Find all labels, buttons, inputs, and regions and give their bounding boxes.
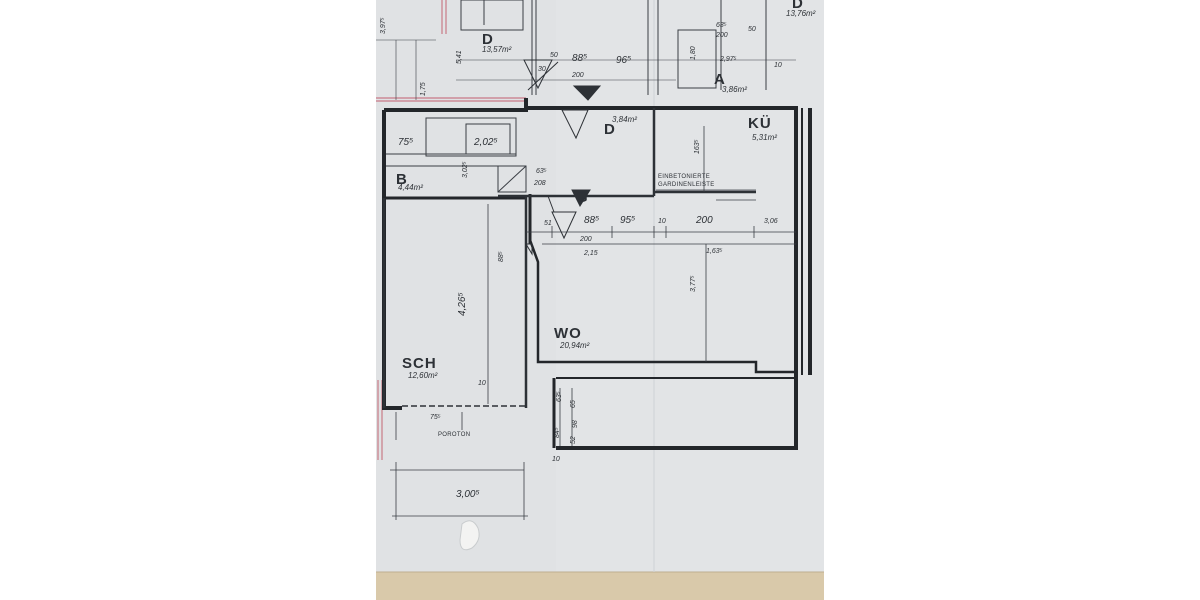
dim-50b: 50 [748, 26, 756, 33]
dim-30a: 30 [538, 66, 546, 73]
dim-3005: 3,00⁵ [456, 489, 480, 500]
dim-top-edge: 3,97⁵ [380, 17, 387, 34]
dim-50: 50 [550, 52, 558, 59]
door-swings [525, 109, 591, 256]
dim-885c: 88⁵ [498, 251, 505, 262]
dim-635c: 63⁵ [556, 391, 563, 402]
note-gardinenleiste: GARDINENLEISTE [658, 182, 715, 188]
dim-755: 75⁵ [398, 137, 414, 148]
dim-200b: 200 [716, 32, 728, 39]
paper-edge [376, 572, 824, 600]
room-code-ku: KÜ [748, 115, 772, 132]
dim-965: 96⁵ [616, 55, 632, 66]
dim-215: 2,15 [584, 250, 598, 257]
dim-541: 5,41 [456, 50, 463, 64]
dimension-lines [390, 126, 796, 520]
dim-845: 84⁵ [554, 427, 561, 438]
dim-200a: 200 [572, 72, 584, 79]
dim-10c: 10 [478, 380, 486, 387]
dim-10b: 10 [658, 218, 666, 225]
floor-plan-sheet: D 13,57m² D 13,76m² A 3,86m² D 3,84m² KÜ… [376, 0, 824, 600]
room-code-d-mid: D [604, 121, 616, 138]
dim-755b: 75⁵ [430, 414, 441, 421]
room-code-a: A [714, 71, 726, 88]
room-area-d-mid: 3,84m² [612, 115, 637, 124]
dim-2025: 2,02⁵ [474, 137, 498, 148]
room-area-ku: 5,31m² [752, 133, 777, 142]
dim-2975: 2,97⁵ [720, 56, 737, 63]
dim-98: 98 [572, 420, 579, 428]
room-code-d-top-left: D [482, 31, 494, 48]
dim-200c: 200 [696, 215, 713, 226]
dim-65: 65 [570, 400, 577, 408]
paper-stain [459, 520, 480, 551]
dim-3775: 3,77⁵ [690, 275, 697, 292]
note-einbetonierte: EINBETONIERTE [658, 174, 711, 180]
dim-885b: 88⁵ [584, 215, 600, 226]
dim-306: 3,06 [764, 218, 778, 225]
interior-walls [382, 108, 756, 408]
room-code-b: B [396, 171, 408, 188]
dim-1635: 163⁵ [694, 139, 701, 154]
dim-955: 95⁵ [620, 215, 636, 226]
bath-fittings [386, 117, 527, 193]
room-area-d-top-right: 13,76m² [786, 9, 816, 18]
dim-52: 52 [570, 436, 577, 444]
dim-10d: 10 [552, 456, 560, 463]
room-area-wo: 20,94m² [560, 341, 590, 350]
upper-neighbour-lines [376, 0, 796, 100]
dim-51: 51 [544, 220, 552, 227]
door-swings-top [523, 59, 602, 101]
room-code-wo: WO [554, 325, 582, 342]
room-code-sch: SCH [402, 355, 437, 372]
dim-3025: 3,02⁵ [462, 161, 469, 178]
dim-635b: 63⁵ [536, 168, 547, 175]
dim-885: 88⁵ [572, 53, 588, 64]
dim-180: 1,80 [690, 46, 697, 60]
dim-175: 1,75 [420, 82, 427, 96]
dim-10: 10 [774, 62, 782, 69]
floor-plan-drawing [376, 0, 824, 600]
room-area-b: 4,44m² [398, 183, 423, 192]
dim-635a: 63⁵ [716, 22, 727, 29]
dim-1635b: 1,63⁵ [706, 248, 723, 255]
room-area-a: 3,86m² [722, 85, 747, 94]
room-code-d-top-right: D [792, 0, 804, 12]
note-poroton: POROTON [438, 432, 471, 438]
dim-208: 208 [534, 180, 546, 187]
room-code-g: G [576, 189, 589, 206]
red-wall-markings [376, 0, 526, 460]
dim-4265: 4,26⁵ [457, 292, 468, 316]
room-area-sch: 12,60m² [408, 371, 438, 380]
dim-200d: 200 [580, 236, 592, 243]
room-area-d-top-left: 13,57m² [482, 45, 512, 54]
